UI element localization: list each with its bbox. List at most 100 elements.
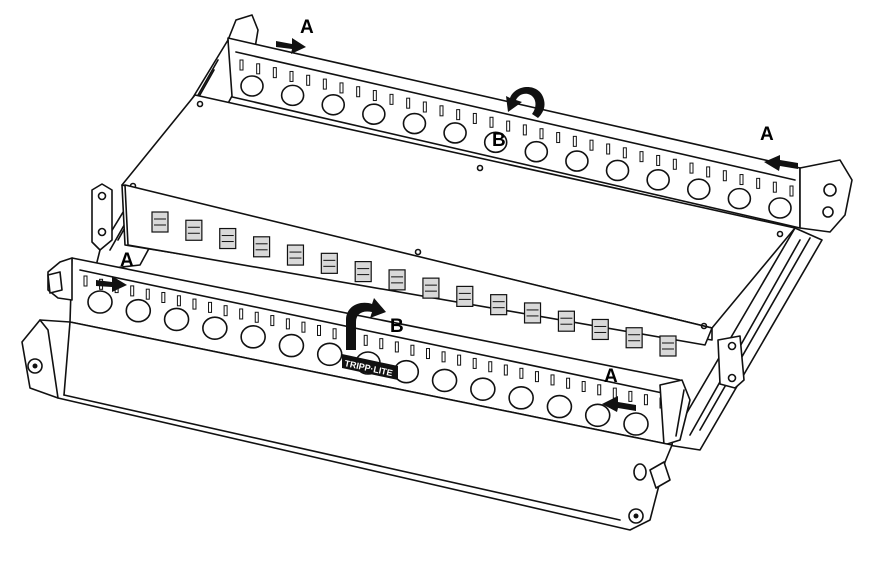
rotate-arrow-icon: [506, 87, 545, 118]
fiber-port: [320, 252, 338, 274]
slot: [722, 170, 727, 182]
slot: [597, 384, 602, 396]
slot: [410, 344, 415, 356]
slot: [639, 151, 644, 163]
slot: [550, 374, 555, 386]
fiber-port: [456, 285, 474, 307]
slot: [503, 364, 508, 376]
slot: [689, 162, 694, 174]
fiber-port: [557, 310, 576, 332]
slot: [176, 295, 181, 307]
cable-hole: [524, 140, 549, 163]
slot: [456, 109, 461, 121]
cable-hole: [623, 412, 649, 436]
arrow-icon: [276, 38, 306, 54]
slot: [581, 381, 586, 393]
slot: [285, 318, 290, 330]
slot: [439, 105, 444, 117]
fiber-port: [490, 294, 508, 316]
callout-a-rear-right: A: [760, 124, 774, 145]
slot: [301, 321, 306, 333]
cable-hole: [565, 150, 589, 172]
arrow-icon: [96, 276, 127, 292]
slot: [534, 371, 539, 383]
slot: [628, 390, 633, 402]
cable-hole: [278, 333, 305, 358]
slot: [772, 181, 777, 193]
slot: [256, 63, 261, 75]
slot: [539, 128, 544, 140]
fiber-port: [219, 227, 237, 250]
slot: [239, 308, 244, 320]
slot: [272, 67, 277, 79]
slot: [394, 341, 399, 353]
fiber-port: [253, 236, 271, 258]
slot: [441, 351, 446, 363]
slot: [363, 334, 368, 346]
slot: [239, 59, 244, 71]
cable-hole: [483, 131, 508, 154]
slot: [472, 112, 477, 124]
slot: [322, 78, 327, 90]
slot: [389, 93, 394, 105]
slot: [317, 324, 322, 336]
slot: [672, 158, 677, 170]
cable-hole: [125, 298, 152, 323]
slot: [372, 90, 377, 102]
rear-holes: [240, 75, 792, 219]
slot: [223, 305, 228, 317]
cable-hole: [546, 394, 573, 419]
callout-a-front-left: A: [120, 250, 134, 271]
slot: [506, 120, 511, 132]
slot: [488, 361, 493, 373]
cable-hole: [163, 307, 190, 332]
slot: [192, 298, 197, 310]
slot: [739, 174, 744, 186]
cable-hole: [584, 403, 611, 428]
fiber-port: [422, 277, 440, 299]
front-faceplate: [21, 271, 673, 531]
slot: [306, 74, 311, 86]
slot: [356, 86, 361, 98]
cable-hole: [686, 178, 711, 201]
slot: [556, 132, 561, 144]
arrow-icon: [764, 155, 798, 171]
slot: [643, 394, 648, 406]
slot: [566, 377, 571, 389]
slot: [457, 354, 462, 366]
slot: [422, 101, 427, 113]
slot: [756, 177, 761, 189]
slot: [406, 97, 411, 109]
cable-hole: [431, 368, 458, 393]
cable-hole: [321, 93, 346, 116]
fiber-port: [523, 302, 542, 324]
cable-hole: [362, 103, 386, 125]
slot: [789, 185, 794, 197]
right-side-rail: [667, 227, 823, 451]
slot: [522, 124, 527, 136]
fiber-port: [388, 269, 406, 291]
slot: [572, 135, 577, 147]
fiber-port: [151, 211, 169, 233]
slot: [606, 143, 611, 155]
cassette-ports: [151, 211, 677, 357]
fiber-port: [625, 327, 643, 349]
slot: [208, 301, 213, 313]
slot: [289, 70, 294, 82]
fiber-port: [659, 335, 677, 357]
fiber-port: [354, 261, 372, 283]
cable-hole: [202, 316, 228, 340]
fiber-port: [185, 219, 203, 241]
callout-b-front: B: [390, 316, 404, 337]
cable-hole: [240, 325, 266, 349]
slot: [379, 338, 384, 350]
rear-slots: [239, 59, 794, 197]
cable-hole: [508, 386, 534, 410]
slot: [472, 357, 477, 369]
fiber-port: [286, 244, 305, 266]
slot: [161, 291, 166, 303]
cable-hole: [443, 122, 467, 144]
slot: [130, 285, 135, 297]
cable-hole: [240, 75, 264, 97]
slot: [270, 315, 275, 327]
